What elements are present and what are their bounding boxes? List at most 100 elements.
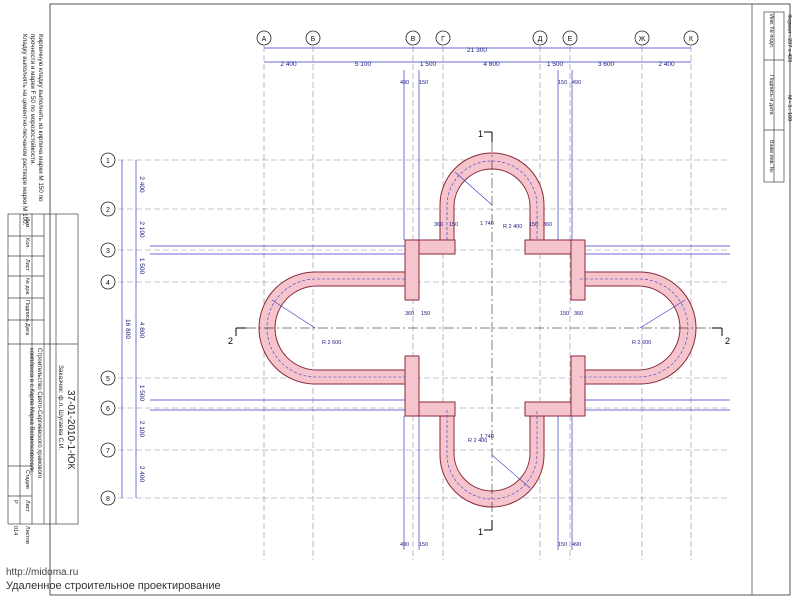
wall-se-v [570,355,586,417]
foundation-walls [258,152,697,508]
section-markers [235,131,723,531]
stamp-sign-date: Подпись и дата [768,75,774,115]
dim-150-bot-left: 150 [419,542,428,548]
axis-bubble-number: 3 [100,242,116,258]
dim-top: 2 400 [658,61,675,68]
dim-top: 3 600 [598,61,615,68]
dim-left: 2 400 [138,466,145,483]
dim-1740-top: 1 740 [480,221,494,227]
dim-490-bot-right: 490 [572,542,581,548]
dim-360-d: 360 [574,311,583,317]
tb-col-ndok: № док. [24,278,30,296]
axis-bubble-letter: К [683,30,699,46]
radius-west: R 2 600 [322,340,341,346]
dim-360-a: 360 [434,222,443,228]
project-title-2: комплекса в с.Карпа Марка Великоновоселк… [28,348,34,476]
note-line-3: Кладку выполнять на цементно-песчаном ра… [21,34,28,226]
footer-url[interactable]: http://midoma.ru [6,567,79,578]
apse-west [258,271,406,385]
stamp-inv: Инв. № подл. [768,14,774,49]
doc-code: 37-01-2010-1-ЮК [65,390,76,470]
stamp-vzam: Взам инв. № [768,140,774,173]
svg-text:2: 2 [106,207,110,214]
svg-text:Г: Г [441,36,445,43]
tb-sheet-label: Лист [24,500,30,512]
wall-nw-v [404,239,420,301]
dim-150-bot-right: 150 [558,542,567,548]
dim-150-top-right: 150 [558,80,567,86]
stamp-grid [763,11,785,183]
axis-bubble-number: 5 [100,370,116,386]
dim-1740-bot: 1 740 [480,434,494,440]
section-1-bottom: 1 [478,527,483,537]
dim-left: 2 100 [138,421,145,438]
svg-text:8: 8 [106,496,110,503]
svg-text:3: 3 [106,248,110,255]
tb-col-izm: Изм. [24,217,30,229]
dim-360-b: 360 [543,222,552,228]
dim-490-top-left: 490 [400,80,409,86]
dim-150-a: 150 [449,222,458,228]
stamp-format: Формат : 297 х 420 [786,14,792,63]
axis-bubbles-numbers: 1 2 3 4 5 6 7 8 [100,152,116,506]
axis-bubble-number: 2 [100,201,116,217]
axis-bubble-number: 8 [100,490,116,506]
dim-490-top-right: 490 [572,80,581,86]
axis-bubble-number: 6 [100,400,116,416]
dim-left: 1 500 [138,385,145,402]
svg-text:7: 7 [106,448,110,455]
radius-north: R 2 400 [503,224,522,230]
grid-lines [118,46,730,560]
dim-left: 4 800 [138,322,145,339]
svg-text:1: 1 [106,158,110,165]
tb-sheets-label: Листов [24,526,30,544]
dim-left: 1 500 [138,258,145,275]
svg-text:Е: Е [568,36,573,43]
svg-text:5: 5 [106,376,110,383]
customer: Заказчик: ф.л. Шугаева С.И. [57,365,64,451]
dim-150-d: 150 [560,311,569,317]
axis-bubble-letter: Д [532,30,548,46]
wall-ne-v [570,239,586,301]
svg-text:Б: Б [311,36,316,43]
dim-top: 5 100 [355,61,372,68]
axis-bubble-letter: Г [435,30,451,46]
dim-top: 2 400 [280,61,297,68]
note-line-1: Кирпичную кладку выполнить из кирпича ма… [37,34,44,202]
dimension-lines [121,47,730,550]
tb-col-kol: Кол. [24,238,30,249]
svg-text:В: В [411,36,416,43]
tb-stage-value: Р [12,500,18,504]
title-block-grid [7,213,79,525]
svg-text:4: 4 [106,280,110,287]
footer-tagline: Удаленное строительное проектирование [6,580,221,592]
wall-sw-v [404,355,420,417]
axis-bubble-number: 4 [100,274,116,290]
section-axis [246,142,712,520]
axis-bubble-number: 1 [100,152,116,168]
dim-left: 2 100 [138,221,145,238]
section-1-top: 1 [478,129,483,139]
tb-col-data: Дата [24,323,30,336]
axis-bubble-number: 7 [100,442,116,458]
stamp-scale: М - 1 : 100 [786,95,792,122]
radius-east: R 2 600 [632,340,651,346]
apse-east [579,271,697,385]
local-dimensions: 490 150 150 490 490 150 150 490 360 150 … [322,80,651,548]
dim-left: 2 400 [138,176,145,193]
tb-col-list: Лист [24,259,30,271]
axis-bubble-letter: Б [305,30,321,46]
tb-stage-label: Стадия [24,470,30,489]
svg-text:Ж: Ж [639,36,646,43]
dim-top: 1 500 [547,61,564,68]
apse-north [439,152,545,241]
note-line-2: прочности и марки F 50 по морозостойкост… [29,34,36,166]
section-2-right: 2 [725,336,730,346]
dim-360-c: 360 [405,311,414,317]
dim-top: 4 800 [483,61,500,68]
project-title: Строительство Свято-Сергиевского храмово… [36,348,42,479]
section-2-left: 2 [228,336,233,346]
dim-total-left: 16 800 [124,319,131,339]
